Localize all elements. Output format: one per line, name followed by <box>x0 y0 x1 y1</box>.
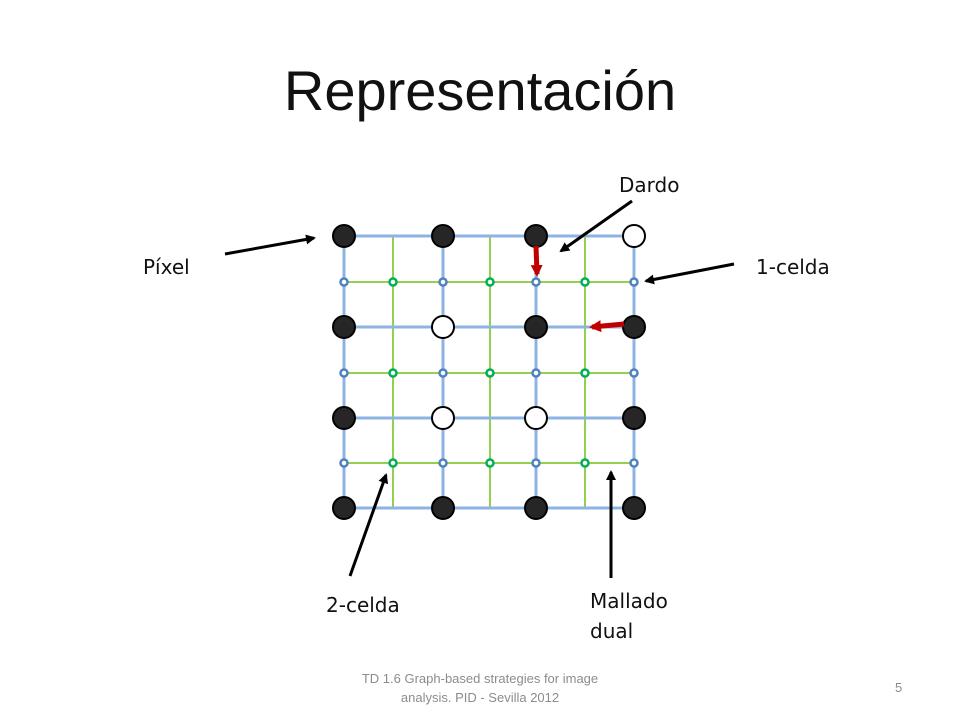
pixel-black <box>524 315 548 339</box>
pixel-pointer-arrow <box>224 234 316 256</box>
one-cell-node <box>339 458 349 468</box>
two-cell-node <box>580 368 590 378</box>
pixel-black <box>332 496 356 520</box>
two-cell-pointer-arrow <box>348 473 389 577</box>
one-cell-node <box>629 458 639 468</box>
one-cell-node <box>339 368 349 378</box>
pixel-black <box>332 315 356 339</box>
footer-line-1: TD 1.6 Graph-based strategies for image <box>361 671 599 686</box>
one-cell-node <box>438 368 448 378</box>
one-cell-label: 1-celda <box>756 255 830 279</box>
pixel-white <box>431 315 455 339</box>
one-cell-node <box>531 277 541 287</box>
dart-label: Dardo <box>619 173 680 197</box>
slide-title: Representación <box>283 59 677 122</box>
two-cell-node <box>388 368 398 378</box>
pixel-nodes <box>332 224 646 520</box>
dual-mesh-label-line2: dual <box>590 619 634 643</box>
pixel-white <box>622 224 646 248</box>
dart-arrow-down <box>530 245 543 277</box>
pixel-black <box>332 406 356 430</box>
pixel-black <box>524 496 548 520</box>
pixel-black <box>431 224 455 248</box>
pixel-label: Píxel <box>143 255 190 279</box>
two-cell-node <box>388 458 398 468</box>
dart-arrows <box>530 245 625 333</box>
dart-pointer-arrow <box>559 199 633 253</box>
one-cell-node <box>438 277 448 287</box>
pixel-black <box>332 224 356 248</box>
pixel-black <box>622 406 646 430</box>
dual-mesh-label-line1: Mallado <box>590 589 668 613</box>
dart-arrow-left <box>589 320 625 333</box>
one-cell-pointer-arrow <box>644 262 735 285</box>
footer-line-2: analysis. PID - Sevilla 2012 <box>400 690 560 705</box>
two-cell-node <box>485 368 495 378</box>
pixel-black <box>431 496 455 520</box>
page-number: 5 <box>895 680 903 695</box>
one-cell-nodes <box>339 277 639 468</box>
two-cell-node <box>485 458 495 468</box>
pixel-white <box>524 406 548 430</box>
pixel-white <box>431 406 455 430</box>
pixel-black <box>622 496 646 520</box>
two-cell-node <box>485 277 495 287</box>
one-cell-node <box>339 277 349 287</box>
one-cell-node <box>531 368 541 378</box>
pixel-black <box>622 315 646 339</box>
annotation-arrows <box>224 199 735 578</box>
two-cell-nodes <box>388 277 590 468</box>
one-cell-node <box>438 458 448 468</box>
one-cell-node <box>629 277 639 287</box>
pixel-black <box>524 224 548 248</box>
slide-footer: TD 1.6 Graph-based strategies for image … <box>330 669 630 707</box>
one-cell-node <box>629 368 639 378</box>
two-cell-node <box>580 458 590 468</box>
one-cell-node <box>531 458 541 468</box>
two-cell-node <box>580 277 590 287</box>
two-cell-label: 2-celda <box>326 593 400 617</box>
dual-mesh-label: Mallado dual <box>590 586 668 646</box>
two-cell-node <box>388 277 398 287</box>
